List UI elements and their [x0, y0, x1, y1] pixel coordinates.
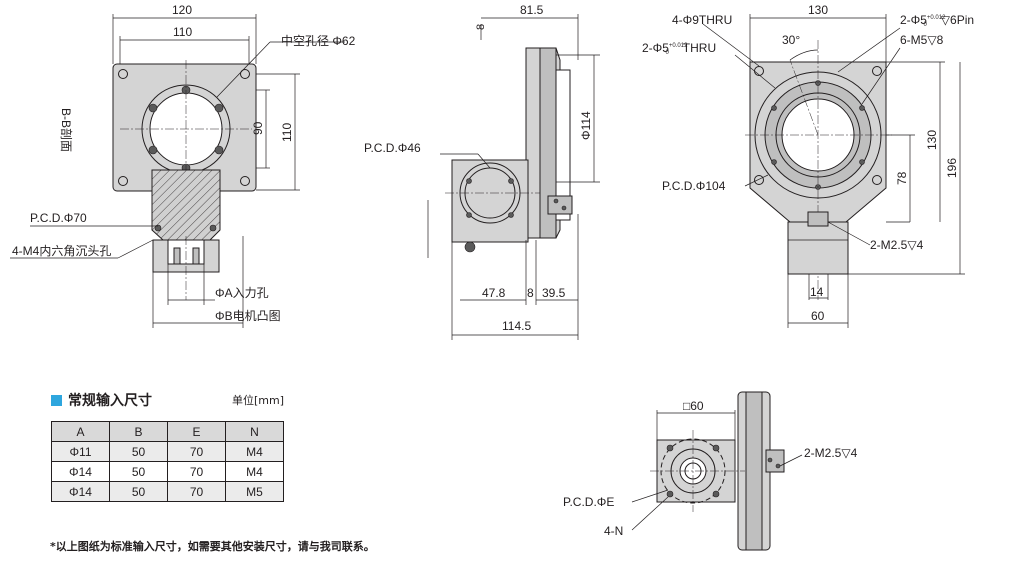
- bolt-hole: [148, 145, 158, 155]
- dim-114-5: 114.5: [502, 319, 531, 333]
- table-cell: M4: [225, 461, 284, 482]
- bolt-hole: [148, 103, 158, 113]
- blue-square-icon: [51, 394, 62, 406]
- input-hole-label: ΦA入力孔: [215, 286, 269, 300]
- m5-label: 6-M5▽8: [900, 33, 944, 47]
- right-m2-label: 2-M2.5▽4: [870, 238, 924, 252]
- angle-30-label: 30°: [782, 33, 800, 47]
- table-title-text: 常规输入尺寸: [68, 393, 152, 409]
- corner-hole: [118, 69, 128, 79]
- detail-pcd-label: P.C.D.ΦE: [563, 495, 614, 509]
- motor-boss-label: ΦB电机凸图: [215, 309, 281, 323]
- hatched-section: [151, 169, 221, 241]
- dim-height-130: 130: [925, 130, 939, 150]
- dim-width-130: 130: [808, 3, 828, 17]
- bolt-hole: [214, 145, 224, 155]
- table-cell: 50: [109, 441, 168, 462]
- dim-width-14: 14: [810, 285, 824, 299]
- dim-width-60: 60: [811, 309, 825, 323]
- dim-height-110: 110: [280, 123, 294, 142]
- detail-view: □60 2-M2.5▽4 P.C.D.ΦE 4-N: [563, 391, 858, 551]
- table-header-cell: A: [51, 421, 110, 442]
- bolt-hole-label: 4-M4内六角沉头孔: [12, 244, 111, 258]
- dim-square-60: □60: [683, 399, 704, 413]
- table-title: 常规输入尺寸: [51, 390, 152, 410]
- detail-n-label: 4-N: [604, 524, 623, 538]
- table-cell: Φ14: [51, 461, 110, 482]
- front-pcd-label: P.C.D.Φ70: [30, 211, 87, 225]
- spec-table: A B E N Φ11 50 70 M4 Φ14 50 70 M4 Φ14 50…: [51, 421, 284, 502]
- table-cell: 50: [109, 461, 168, 482]
- table-row: Φ11 50 70 M4: [51, 441, 284, 462]
- dim-8: 8: [527, 286, 534, 300]
- section-label: B-B剖面: [59, 108, 73, 152]
- table-row: Φ14 50 70 M4: [51, 461, 284, 482]
- corner-hole: [240, 69, 250, 79]
- dim-height-78: 78: [895, 171, 909, 185]
- dim-39-5: 39.5: [542, 286, 566, 300]
- corner-hole: [118, 176, 128, 186]
- corner-hole: [240, 176, 250, 186]
- dim-width-120: 120: [172, 3, 192, 17]
- dim-height-90: 90: [251, 121, 265, 135]
- side-pcd-label: P.C.D.Φ46: [364, 141, 421, 155]
- footnote: *以上图纸为标准输入尺寸，如需要其他安装尺寸，请与我司联系。: [50, 540, 375, 553]
- table-cell: 70: [167, 461, 226, 482]
- hollow-diameter-label: 中空孔径 Φ62: [281, 33, 356, 48]
- table-header-cell: B: [109, 421, 168, 442]
- table-header-cell: N: [225, 421, 284, 442]
- dim-47-8: 47.8: [482, 286, 506, 300]
- table-cell: M4: [225, 441, 284, 462]
- thru-9-label: 4-Φ9THRU: [672, 13, 732, 27]
- table-cell: 50: [109, 481, 168, 502]
- side-input-housing: [451, 159, 529, 243]
- side-view: 8 81.5 Φ114 P.C.D.Φ46 47.8 8 39.5 114.5: [364, 3, 600, 340]
- dim-dia-114: Φ114: [579, 111, 593, 140]
- bolt-hole: [214, 103, 224, 113]
- unit-label: 单位[mm]: [232, 394, 285, 407]
- dim-offset-8: 8: [475, 24, 487, 30]
- detail-m2-label: 2-M2.5▽4: [804, 446, 858, 460]
- right-pcd-label: P.C.D.Φ104: [662, 179, 726, 193]
- table-header-cell: E: [167, 421, 226, 442]
- table-header-row: A B E N: [51, 421, 284, 442]
- right-input-stub: [787, 221, 849, 275]
- dim-width-110: 110: [173, 25, 192, 39]
- table-cell: Φ11: [51, 441, 110, 462]
- dim-height-196: 196: [945, 158, 959, 178]
- table-cell: M5: [225, 481, 284, 502]
- table-cell: 70: [167, 441, 226, 462]
- table-cell: Φ14: [51, 481, 110, 502]
- front-view: 120 110 中空孔径 Φ62 90 110 B-B剖面 P.C.D.Φ70 …: [10, 3, 356, 328]
- table-row: Φ14 50 70 M5: [51, 481, 284, 502]
- dim-width-81-5: 81.5: [520, 3, 544, 17]
- table-cell: 70: [167, 481, 226, 502]
